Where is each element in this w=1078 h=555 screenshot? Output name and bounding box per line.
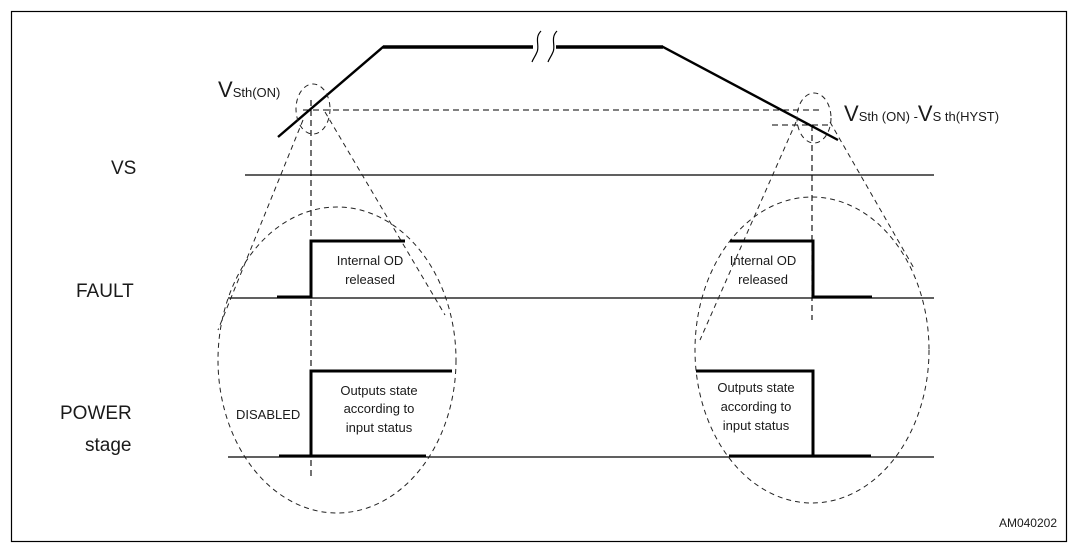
power-stage-signal-fall	[696, 369, 871, 458]
signal-label-vs: VS	[111, 158, 136, 179]
fault-annotation-left-line1: Internal OD	[337, 253, 403, 268]
power-annotation-right-line2: according to	[721, 399, 792, 414]
power-annotation-right-line1: Outputs state	[717, 380, 794, 395]
zoom-circle-off	[796, 92, 832, 144]
signal-label-power: POWER	[60, 403, 132, 424]
zoom-cone-line	[699, 121, 797, 341]
disabled-label: DISABLED	[236, 407, 300, 422]
power-annotation-left-line1: Outputs state	[340, 383, 417, 398]
power-annotation-right-line3: input status	[723, 418, 790, 433]
fault-annotation-right-line2: released	[738, 272, 788, 287]
axis-break-symbol	[547, 30, 558, 63]
threshold-label-off: VSth (ON) -VS th(HYST)	[844, 101, 999, 126]
figure-id-label: AM040202	[999, 516, 1057, 530]
signal-label-stage: stage	[85, 435, 131, 456]
power-annotation-left-line3: input status	[346, 420, 413, 435]
fault-annotation-left-line2: released	[345, 272, 395, 287]
vs-falling-edge	[556, 45, 839, 142]
magnified-region-right	[694, 196, 930, 504]
figure-frame	[10, 10, 1068, 543]
zoom-cone-line	[829, 121, 916, 271]
signal-label-fault: FAULT	[76, 281, 134, 302]
zoom-cone-line	[324, 111, 446, 316]
axis-break-symbol	[531, 30, 542, 63]
fault-annotation-right-line1: Internal OD	[730, 253, 796, 268]
fault-signal-fall	[730, 239, 872, 299]
threshold-label-on: VSth(ON)	[218, 77, 280, 102]
zoom-cone-line	[217, 119, 304, 331]
power-stage-signal-rise	[279, 369, 452, 458]
fault-signal-rise	[277, 239, 405, 299]
vs-rising-edge	[277, 45, 533, 138]
magnified-region-left	[217, 206, 457, 514]
power-annotation-left-line2: according to	[344, 401, 415, 416]
zoom-circle-on	[295, 83, 331, 135]
